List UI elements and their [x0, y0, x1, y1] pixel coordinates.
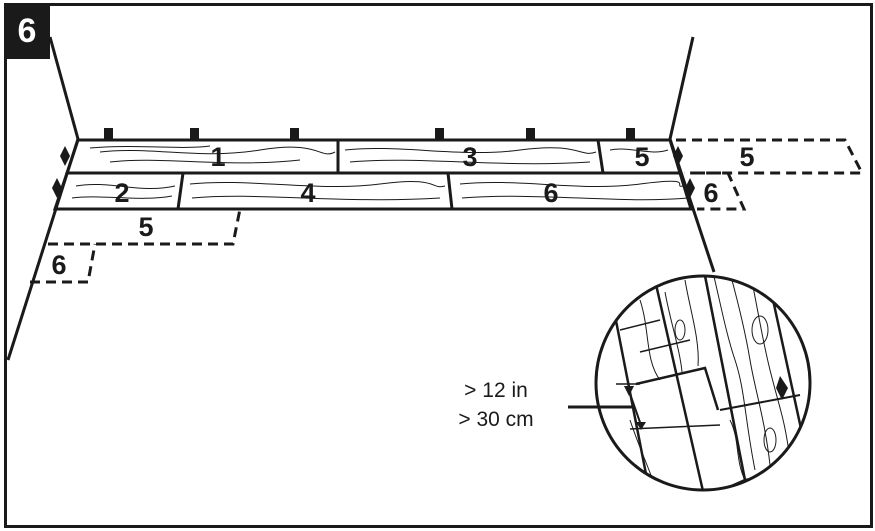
- spacer: [190, 128, 199, 140]
- dimension-arrow-bottom: [636, 422, 646, 430]
- spacer: [626, 128, 635, 140]
- plank-seam: [596, 139, 605, 174]
- wall-spacers: [104, 128, 635, 140]
- ghost-plank-number-6-left: 6: [51, 250, 66, 280]
- left-wall-upper: [48, 36, 80, 140]
- plank-row-2: [52, 171, 694, 211]
- spacer-left-row1: [60, 146, 70, 166]
- ghost-plank-number-5-left: 5: [138, 212, 153, 242]
- offset-centimeters-label: > 30 cm: [458, 408, 533, 431]
- ghost-plank-6-right: [695, 171, 747, 211]
- wood-grain: [71, 145, 689, 201]
- spacer: [526, 128, 535, 140]
- dimension-line: [627, 387, 643, 429]
- ghost-plank-6-left: [30, 243, 97, 284]
- dimension-arrow-top: [624, 386, 634, 396]
- plank-numbers: 1 3 5 5 2 4 6 6 5 6: [51, 142, 754, 280]
- offset-measurement: [568, 383, 721, 430]
- ghost-plank-number-5: 5: [739, 142, 754, 172]
- step-number-badge: 6: [4, 3, 50, 59]
- plank-seam: [176, 172, 185, 210]
- ghost-plank-5-left: [48, 208, 242, 246]
- detail-plank-right: [698, 276, 810, 482]
- plank-seam: [446, 172, 454, 210]
- plank-row-1: [64, 138, 683, 175]
- spacer: [104, 128, 113, 140]
- right-wall-upper: [668, 36, 695, 140]
- ghost-plank-5-right: [676, 138, 865, 175]
- ghost-planks: [30, 138, 865, 284]
- plank-number-4: 4: [300, 178, 315, 208]
- plank-number-5: 5: [634, 142, 649, 172]
- plank-number-2: 2: [114, 178, 129, 208]
- laid-planks: [52, 138, 694, 211]
- spacer: [290, 128, 299, 140]
- plank-number-3: 3: [462, 142, 477, 172]
- ghost-plank-number-6: 6: [703, 178, 718, 208]
- illustration-frame: [4, 3, 873, 528]
- offset-inches-label: > 12 in: [464, 379, 528, 402]
- detail-magnifier: [594, 274, 812, 492]
- plank-number-1: 1: [210, 142, 225, 172]
- spacer: [435, 128, 444, 140]
- plank-number-6: 6: [543, 178, 558, 208]
